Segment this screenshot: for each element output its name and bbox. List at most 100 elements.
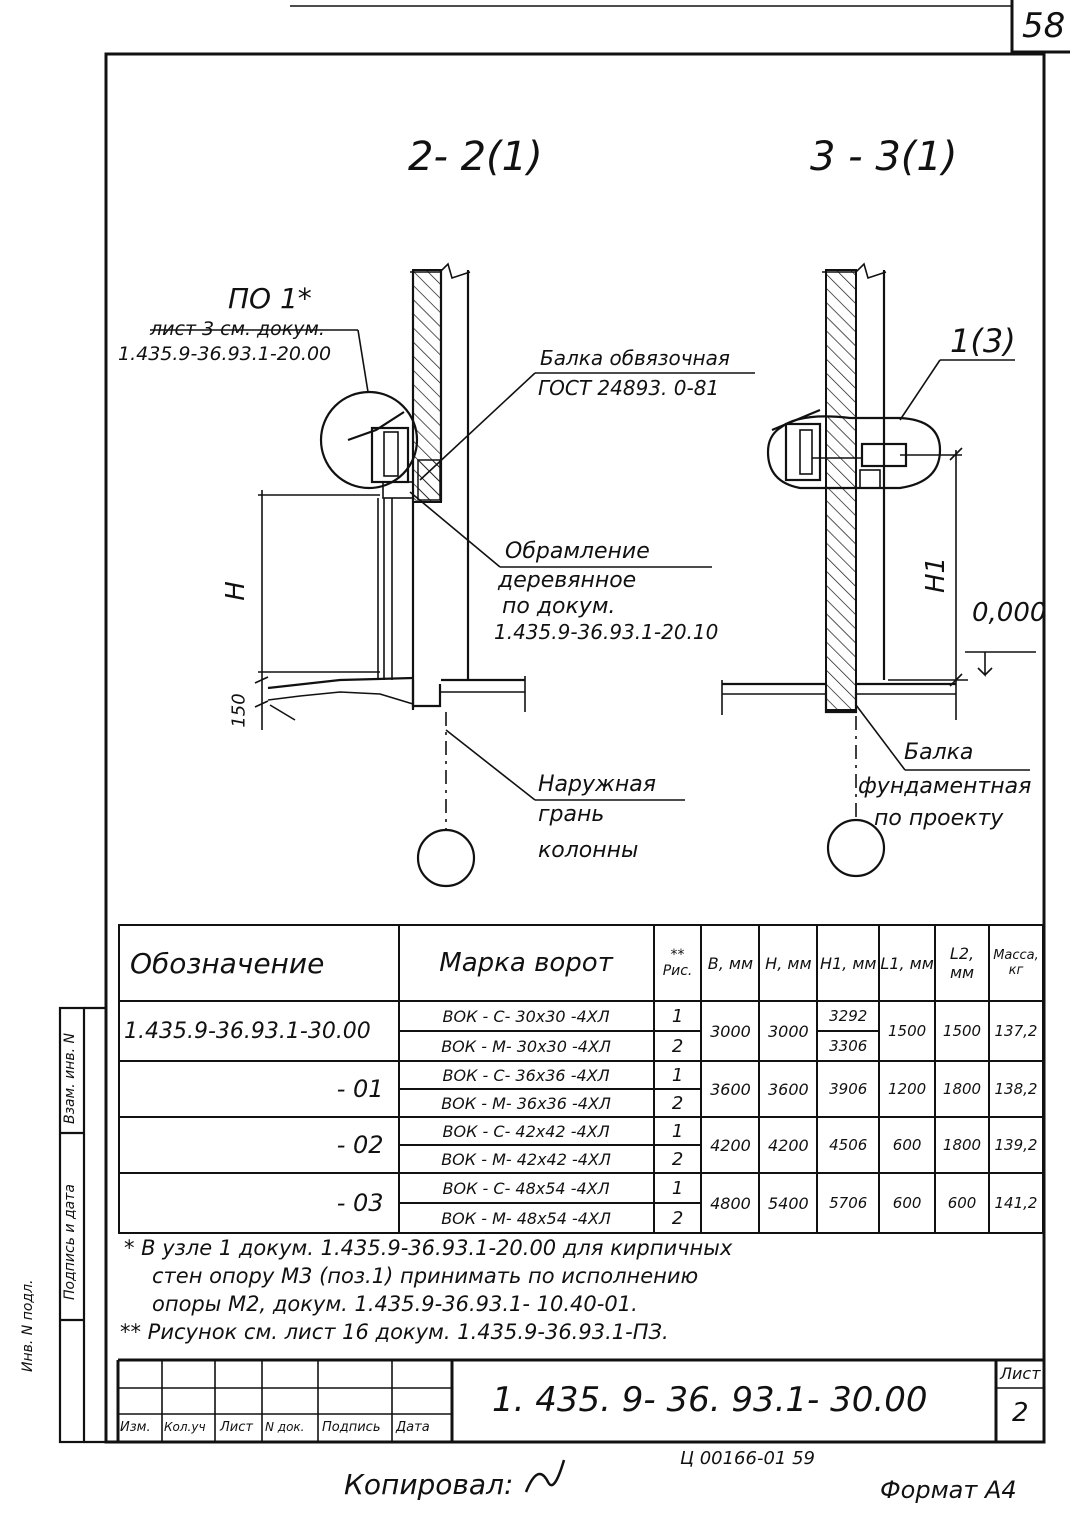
mass-cell: 138,2	[987, 1060, 1045, 1118]
fig-cell: 1	[652, 1116, 703, 1146]
side-stamp-frame	[58, 1006, 106, 1444]
callout-foundation-beam-line3: по проекту	[874, 806, 1004, 831]
title-col-date: Дата	[396, 1420, 430, 1435]
main-frame	[104, 52, 1046, 1444]
h1-cell: 5706	[816, 1172, 881, 1234]
fig-cell: 1	[652, 1060, 703, 1090]
h1-cell: 3292	[816, 1000, 881, 1032]
fig-cell: 1	[652, 1000, 703, 1032]
table-row: ВОК - М- 30х30 -4ХЛ 2 3306	[119, 1030, 1043, 1062]
footer-order: Ц 00166-01 59	[680, 1448, 815, 1469]
mark-cell: ВОК - М- 48х54 -4ХЛ	[397, 1202, 655, 1234]
l2-cell: 1800	[934, 1060, 990, 1118]
h-cell: 3000	[758, 1000, 819, 1062]
sheet-number: 58	[1022, 6, 1066, 46]
fig-cell: 2	[652, 1144, 703, 1174]
header-fig: ** Рис.	[652, 924, 703, 1002]
table-row: - 02 ВОК - С- 42х42 -4ХЛ 1 4200 4200 450…	[118, 1116, 1045, 1174]
document-code: 1. 435. 9- 36. 93.1- 30.00	[492, 1380, 928, 1420]
header-mark: Марка ворот	[397, 924, 655, 1002]
header-h1: H1, мм	[816, 924, 881, 1002]
dimension-150: 150	[228, 693, 250, 728]
table-header-row: Обозначение Марка ворот ** Рис. B, мм H,…	[118, 924, 1045, 1002]
note-line-2: стен опору М3 (поз.1) принимать по испол…	[152, 1264, 699, 1288]
header-h: H, мм	[758, 924, 819, 1002]
b-cell: 4200	[700, 1116, 761, 1174]
callout-frame-line2: деревянное	[498, 568, 637, 593]
mass-cell: 137,2	[987, 1000, 1045, 1062]
sheet-value: 2	[1012, 1398, 1029, 1428]
l1-cell: 1500	[878, 1000, 937, 1062]
note-line-1: * В узле 1 докум. 1.435.9-36.93.1-20.00 …	[124, 1236, 733, 1260]
title-col-signature: Подпись	[322, 1420, 381, 1435]
callout-po1-ref-line2: 1.435.9-36.93.1-20.00	[118, 343, 332, 365]
callout-level: 0,000	[972, 598, 1047, 628]
signature-mark	[520, 1452, 570, 1511]
fig-cell: 2	[652, 1088, 703, 1118]
top-frame	[290, 0, 1070, 55]
callout-po1: ПО 1*	[228, 282, 312, 315]
l1-cell: 600	[878, 1116, 937, 1174]
mark-cell: ВОК - С- 48х54 -4ХЛ	[397, 1172, 655, 1204]
table-row: - 01 ВОК - С- 36х36 -4ХЛ 1 3600 3600 390…	[118, 1060, 1045, 1118]
section-2-2-drawing	[150, 262, 755, 888]
dimension-h: H	[220, 581, 251, 601]
title-col-change: Изм.	[120, 1420, 151, 1435]
callout-frame-line1: Обрамление	[505, 539, 650, 564]
designation-cell: - 01	[118, 1060, 400, 1118]
designation-cell: - 03	[118, 1172, 400, 1234]
b-cell: 4800	[700, 1172, 761, 1234]
mark-cell: ВОК - М- 36х36 -4ХЛ	[397, 1088, 655, 1118]
side-stamp-inventory: Инв. N подл.	[20, 1279, 36, 1373]
title-col-sheet: Лист	[220, 1420, 253, 1435]
footer-format: Формат А4	[880, 1476, 1017, 1504]
b-cell: 3000	[700, 1000, 761, 1062]
header-l2: L2, мм	[934, 924, 990, 1002]
header-mass: Масса, кг	[987, 924, 1045, 1002]
callout-foundation-beam-line1: Балка	[904, 740, 974, 765]
fig-cell: 1	[652, 1172, 703, 1204]
header-designation: Обозначение	[118, 924, 400, 1002]
callout-outer-face-line3: колонны	[538, 838, 639, 863]
h1-cell: 4506	[816, 1116, 881, 1174]
mark-cell: ВОК - М- 42х42 -4ХЛ	[397, 1144, 655, 1174]
fig-cell: 2	[652, 1202, 703, 1234]
sheet-label: Лист	[1000, 1364, 1041, 1383]
table-row: ВОК - М- 42х42 -4ХЛ 2	[119, 1144, 1043, 1174]
mark-cell: ВОК - С- 36х36 -4ХЛ	[397, 1060, 655, 1090]
designation-cell: - 02	[118, 1116, 400, 1174]
l2-cell: 1500	[934, 1000, 990, 1062]
callout-beam-strap-line1: Балка обвязочная	[540, 346, 730, 370]
b-cell: 3600	[700, 1060, 761, 1118]
section-title-2-2: 2- 2(1)	[408, 134, 543, 180]
mass-cell: 141,2	[987, 1172, 1045, 1234]
side-stamp-replace: Взам. инв. N	[62, 1033, 78, 1124]
mark-cell: ВОК - С- 30х30 -4ХЛ	[397, 1000, 655, 1032]
header-b: B, мм	[700, 924, 761, 1002]
mark-cell: ВОК - М- 30х30 -4ХЛ	[397, 1030, 655, 1062]
l1-cell: 1200	[878, 1060, 937, 1118]
mass-cell: 139,2	[987, 1116, 1045, 1174]
h-cell: 5400	[758, 1172, 819, 1234]
callout-outer-face-line2: грань	[538, 802, 605, 827]
h-cell: 3600	[758, 1060, 819, 1118]
callout-foundation-beam-line2: фундаментная	[858, 774, 1032, 799]
callout-frame-line3: по докум.	[502, 594, 616, 619]
header-l1: L1, мм	[878, 924, 937, 1002]
section-title-3-3: 3 - 3(1)	[810, 134, 958, 180]
specification-table: Обозначение Марка ворот ** Рис. B, мм H,…	[118, 924, 1045, 1234]
l1-cell: 600	[878, 1172, 937, 1234]
h-cell: 4200	[758, 1116, 819, 1174]
fig-cell: 2	[652, 1030, 703, 1062]
designation-cell: 1.435.9-36.93.1-30.00	[118, 1000, 400, 1062]
table-row: ВОК - М- 36х36 -4ХЛ 2	[119, 1088, 1043, 1118]
callout-frame-line4: 1.435.9-36.93.1-20.10	[494, 620, 719, 644]
callout-outer-face-line1: Наружная	[538, 772, 656, 797]
callout-beam-strap-line2: ГОСТ 24893. 0-81	[538, 376, 720, 400]
signature-icon	[524, 1459, 566, 1493]
callout-node-ref: 1(3)	[950, 322, 1016, 360]
title-col-docno: N док.	[265, 1420, 305, 1434]
l2-cell: 600	[934, 1172, 990, 1234]
table-row: ВОК - М- 48х54 -4ХЛ 2	[119, 1202, 1043, 1234]
